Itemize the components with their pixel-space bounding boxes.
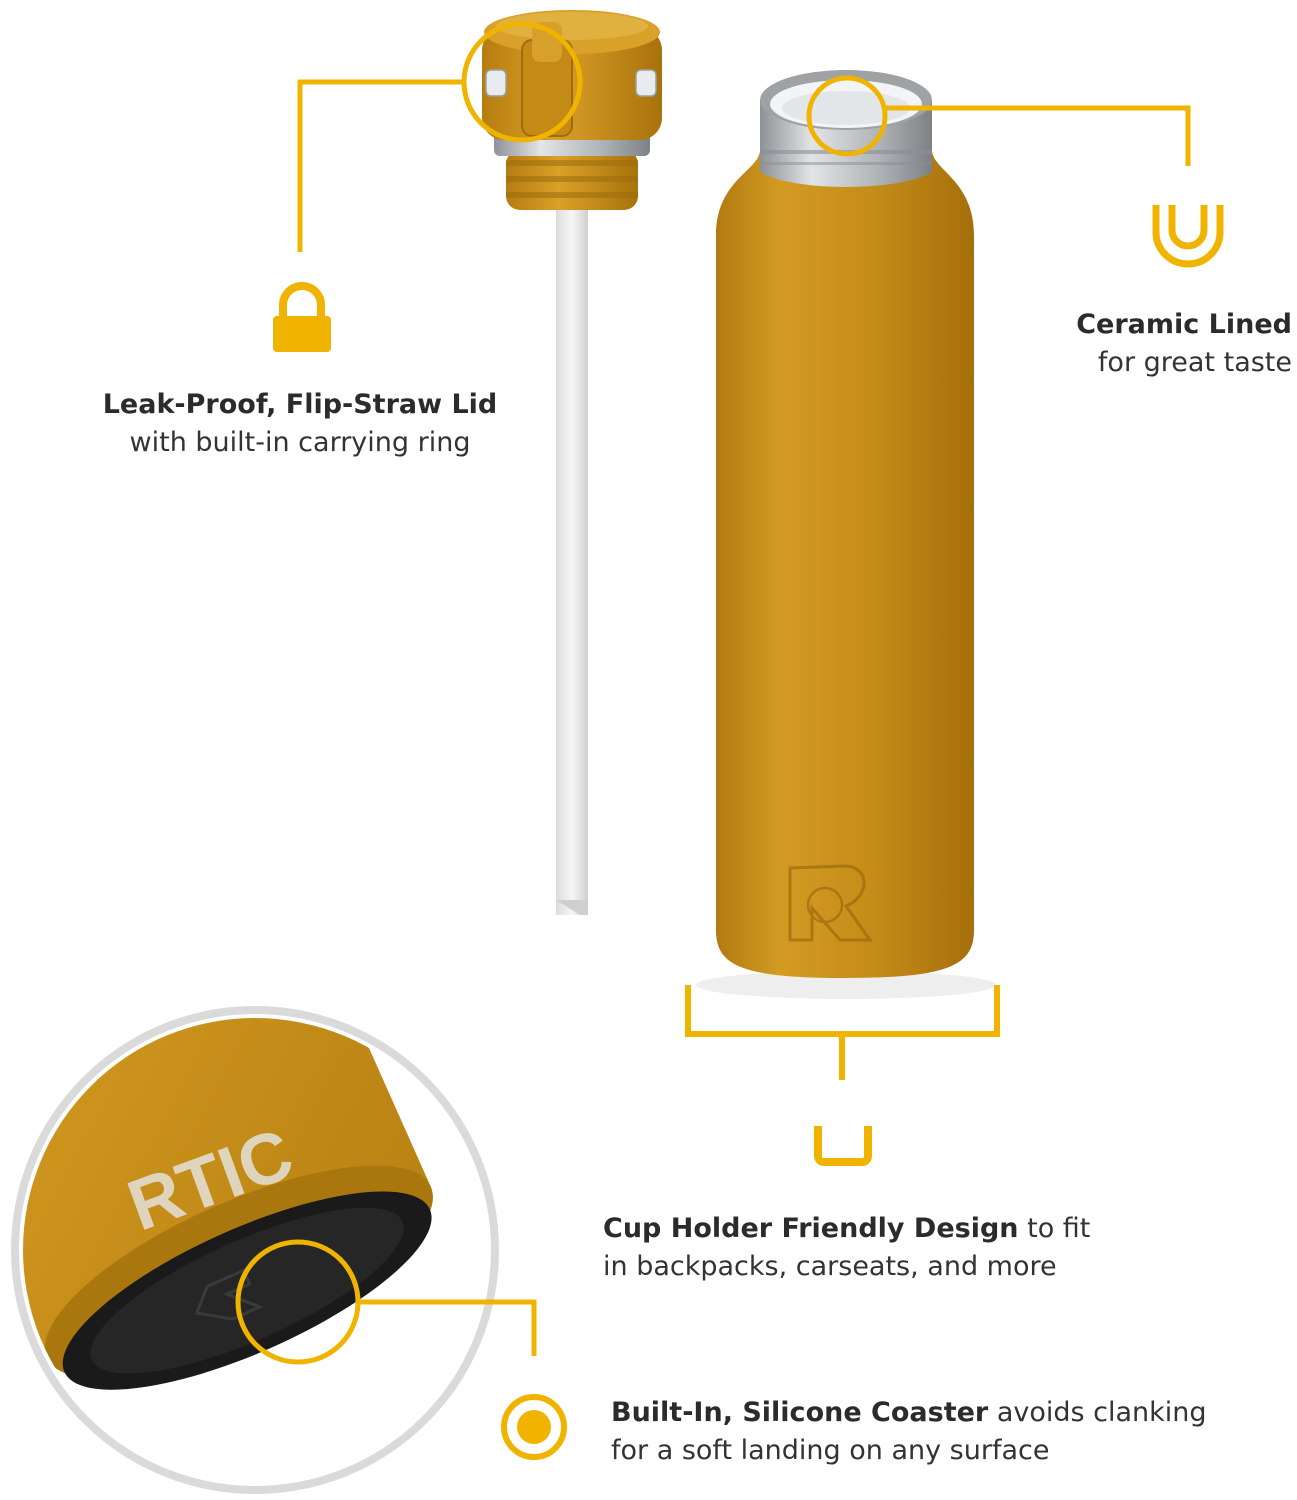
feature-lid-subtitle: with built-in carrying ring xyxy=(129,427,471,458)
bottle xyxy=(696,70,996,999)
feature-lining-subtitle: for great taste xyxy=(1097,347,1292,378)
feature-lid-title: Leak-Proof, Flip-Straw Lid xyxy=(102,389,498,420)
feature-cupholder: Cup Holder Friendly Design to fit in bac… xyxy=(603,1210,1203,1286)
cupholder-callout xyxy=(685,985,1000,1080)
u-bracket-icon xyxy=(814,1126,872,1166)
feature-cupholder-title: Cup Holder Friendly Design xyxy=(603,1213,1019,1244)
circle-target-icon xyxy=(501,1394,567,1460)
u-cup-icon xyxy=(1152,205,1224,268)
coaster-callout xyxy=(235,1239,537,1365)
feature-coaster: Built-In, Silicone Coaster avoids clanki… xyxy=(611,1394,1291,1470)
feature-coaster-subtitle: for a soft landing on any surface xyxy=(611,1435,1050,1466)
feature-lining-title: Ceramic Lined xyxy=(1076,309,1292,340)
feature-coaster-title-suffix: avoids clanking xyxy=(988,1397,1207,1428)
lid-callout xyxy=(297,21,583,252)
padlock-ring-icon xyxy=(273,282,331,352)
straw xyxy=(556,200,588,915)
feature-lining: Ceramic Lined for great taste xyxy=(1000,306,1292,382)
feature-cupholder-subtitle: in backpacks, carseats, and more xyxy=(603,1251,1057,1282)
feature-coaster-title: Built-In, Silicone Coaster xyxy=(611,1397,989,1428)
embossed-logo xyxy=(788,864,873,942)
lining-callout xyxy=(806,75,1191,166)
feature-lid: Leak-Proof, Flip-Straw Lid with built-in… xyxy=(60,386,540,462)
flip-straw-lid xyxy=(482,10,662,210)
feature-cupholder-title-suffix: to fit xyxy=(1018,1213,1091,1244)
